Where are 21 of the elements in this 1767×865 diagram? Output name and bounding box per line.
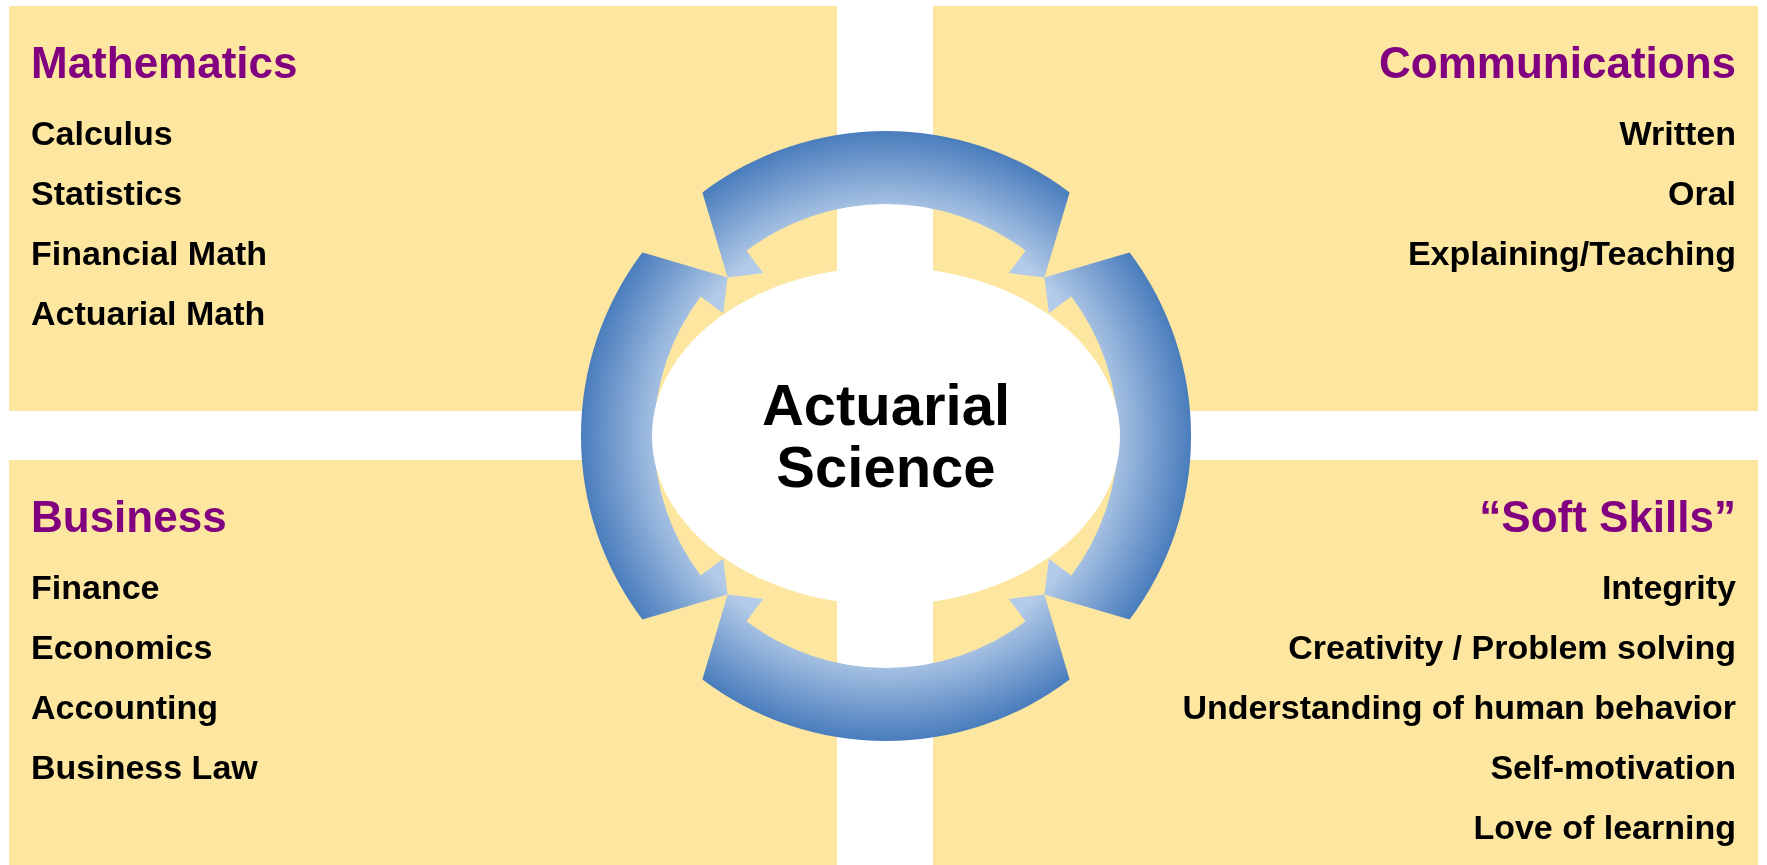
skill-item: Self-motivation xyxy=(1490,747,1736,788)
skill-item: Oral xyxy=(1667,173,1736,214)
skill-item: Economics xyxy=(31,627,213,668)
skill-item: Business Law xyxy=(31,747,258,788)
category-heading: Communications xyxy=(1379,37,1736,89)
skill-item: Finance xyxy=(31,567,160,608)
skill-item: Creativity / Problem solving xyxy=(1288,627,1736,668)
skill-item: Love of learning xyxy=(1473,807,1736,848)
skill-item: Actuarial Math xyxy=(31,293,266,334)
skill-item: Accounting xyxy=(31,687,218,728)
category-heading: Business xyxy=(31,491,227,543)
skill-item: Explaining/Teaching xyxy=(1407,233,1736,274)
category-heading: “Soft Skills” xyxy=(1479,491,1736,543)
skill-item: Calculus xyxy=(31,113,173,154)
skill-item: Statistics xyxy=(31,173,183,214)
skill-item: Integrity xyxy=(1601,567,1736,608)
center-title: Actuarial Science xyxy=(760,374,1012,498)
skill-item: Understanding of human behavior xyxy=(1182,687,1736,728)
skill-item: Written xyxy=(1619,113,1736,154)
skill-item: Financial Math xyxy=(31,233,268,274)
category-heading: Mathematics xyxy=(31,37,298,89)
